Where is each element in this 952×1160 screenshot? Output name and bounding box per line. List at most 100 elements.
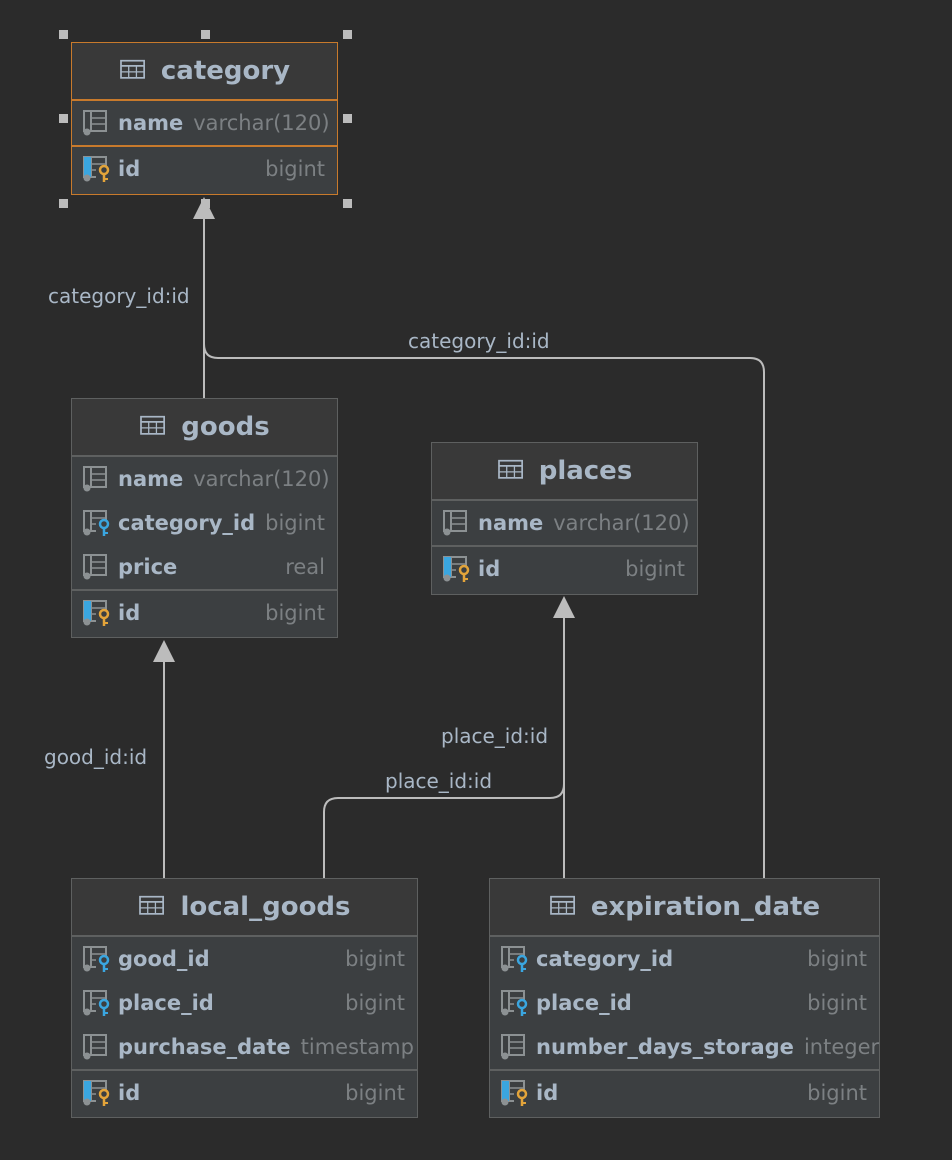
column-name: id xyxy=(118,157,141,181)
column-type: bigint xyxy=(265,157,325,181)
foreign-key-icon xyxy=(83,946,110,972)
column-icon xyxy=(83,1034,107,1060)
table-header[interactable]: category xyxy=(72,43,337,101)
column-icon xyxy=(83,554,107,580)
primary-key-row[interactable]: id bigint xyxy=(72,1069,417,1115)
edge-label-local-goods-places: place_id:id xyxy=(385,769,493,793)
table-name: goods xyxy=(181,412,270,442)
column-row[interactable]: category_id bigint xyxy=(72,501,337,545)
foreign-key-icon xyxy=(501,990,528,1016)
column-row[interactable]: place_id bigint xyxy=(490,981,879,1025)
column-name: category_id xyxy=(536,947,674,971)
primary-key-row[interactable]: id bigint xyxy=(490,1069,879,1115)
edge-label-local-goods-goods: good_id:id xyxy=(44,745,148,769)
table-name: places xyxy=(538,456,633,486)
table-header[interactable]: expiration_date xyxy=(490,879,879,937)
foreign-key-icon xyxy=(501,946,528,972)
column-name: price xyxy=(118,555,178,579)
column-type: varchar(120) xyxy=(193,467,330,491)
primary-key-icon xyxy=(83,1080,110,1106)
column-name: number_days_storage xyxy=(536,1035,794,1059)
column-type: real xyxy=(285,555,325,579)
selection-handle[interactable] xyxy=(59,199,68,208)
primary-key-row[interactable]: id bigint xyxy=(432,545,697,591)
arrowhead-places xyxy=(553,596,575,618)
column-row[interactable]: place_id bigint xyxy=(72,981,417,1025)
column-name: name xyxy=(478,511,544,535)
column-name: place_id xyxy=(118,991,214,1015)
column-type: bigint xyxy=(345,947,405,971)
column-type: bigint xyxy=(265,601,325,625)
table-header[interactable]: local_goods xyxy=(72,879,417,937)
column-name: good_id xyxy=(118,947,210,971)
column-type: bigint xyxy=(625,557,685,581)
column-name: purchase_date xyxy=(118,1035,291,1059)
column-row[interactable]: category_id bigint xyxy=(490,937,879,981)
column-name: id xyxy=(118,601,141,625)
selection-handle[interactable] xyxy=(343,199,352,208)
column-row[interactable]: price real xyxy=(72,545,337,589)
selection-handle[interactable] xyxy=(201,30,210,39)
table-header[interactable]: places xyxy=(432,443,697,501)
arrowhead-goods xyxy=(153,640,175,662)
column-row[interactable]: number_days_storage integer xyxy=(490,1025,879,1069)
primary-key-icon xyxy=(83,600,110,626)
column-icon xyxy=(501,1034,525,1060)
selection-handle[interactable] xyxy=(343,114,352,123)
selection-handle[interactable] xyxy=(59,114,68,123)
column-name: id xyxy=(118,1081,141,1105)
column-type: bigint xyxy=(265,511,326,535)
table-name: category xyxy=(160,56,291,86)
edge-local-goods-to-places xyxy=(323,783,565,878)
column-name: place_id xyxy=(536,991,632,1015)
column-type: bigint xyxy=(807,991,867,1015)
column-name: id xyxy=(536,1081,559,1105)
edge-label-expiration-places: place_id:id xyxy=(441,724,549,748)
column-type: bigint xyxy=(807,947,867,971)
table-icon xyxy=(120,59,145,79)
table-header[interactable]: goods xyxy=(72,399,337,457)
column-icon xyxy=(83,110,107,136)
column-name: category_id xyxy=(118,511,256,535)
column-name: name xyxy=(118,467,184,491)
column-row[interactable]: good_id bigint xyxy=(72,937,417,981)
column-type: bigint xyxy=(345,991,405,1015)
column-type: bigint xyxy=(345,1081,405,1105)
column-row[interactable]: name varchar(120) xyxy=(432,501,697,545)
primary-key-icon xyxy=(501,1080,528,1106)
table-icon xyxy=(140,415,166,435)
primary-key-icon xyxy=(443,556,470,582)
selection-handle[interactable] xyxy=(59,30,68,39)
column-row[interactable]: purchase_date timestamp xyxy=(72,1025,417,1069)
table-name: local_goods xyxy=(180,892,351,922)
table-icon xyxy=(139,895,165,915)
column-icon xyxy=(83,466,107,492)
primary-key-row[interactable]: id bigint xyxy=(72,145,337,191)
column-type: varchar(120) xyxy=(193,111,330,135)
table-icon xyxy=(497,459,523,479)
column-row[interactable]: name varchar(120) xyxy=(72,457,337,501)
foreign-key-icon xyxy=(83,990,110,1016)
table-icon xyxy=(550,895,575,915)
column-icon xyxy=(443,510,467,536)
table-category[interactable]: category name varchar(120) id bigint xyxy=(71,42,338,195)
column-row[interactable]: name varchar(120) xyxy=(72,101,337,145)
column-type: timestamp xyxy=(300,1035,414,1059)
edge-label-expiration-category: category_id:id xyxy=(408,329,550,353)
column-type: bigint xyxy=(807,1081,867,1105)
table-name: expiration_date xyxy=(590,892,821,922)
selection-handle[interactable] xyxy=(201,199,210,208)
edge-label-goods-category: category_id:id xyxy=(48,284,190,308)
table-places[interactable]: places name varchar(120) id bigint xyxy=(431,442,698,595)
selection-handle[interactable] xyxy=(343,30,352,39)
column-name: name xyxy=(118,111,184,135)
column-type: integer xyxy=(803,1035,880,1059)
primary-key-icon xyxy=(83,156,110,182)
primary-key-row[interactable]: id bigint xyxy=(72,589,337,635)
foreign-key-icon xyxy=(83,510,110,536)
column-type: varchar(120) xyxy=(553,511,690,535)
column-name: id xyxy=(478,557,501,581)
